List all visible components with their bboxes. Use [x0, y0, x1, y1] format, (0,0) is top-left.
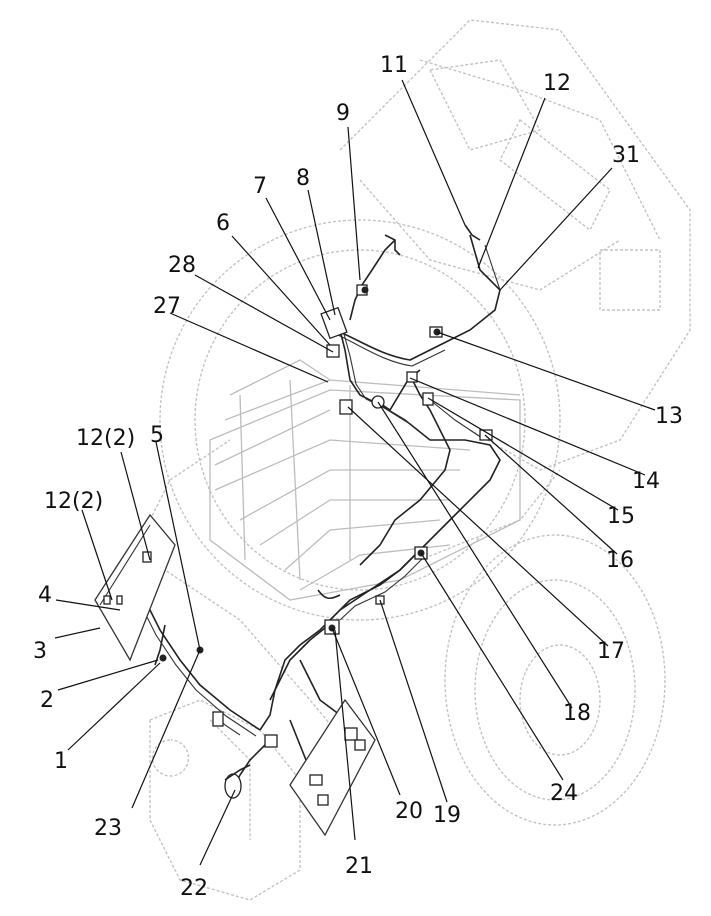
callout-12-2-upper: 12(2) [76, 426, 135, 451]
callout-19: 19 [433, 803, 461, 828]
callout-7: 7 [253, 174, 267, 199]
callout-27: 27 [153, 294, 181, 319]
callout-21: 21 [345, 854, 373, 879]
callout-9: 9 [336, 101, 350, 126]
callout-24: 24 [550, 781, 578, 806]
callout-18: 18 [563, 701, 591, 726]
components [94, 224, 493, 837]
callout-2: 2 [40, 688, 54, 713]
callout-20: 20 [395, 799, 423, 824]
callout-12: 12 [543, 71, 571, 96]
callout-17: 17 [597, 639, 625, 664]
callout-8: 8 [296, 166, 310, 191]
callout-6: 6 [216, 211, 230, 236]
wiring-harness [109, 234, 501, 801]
callout-15: 15 [607, 504, 635, 529]
callout-22: 22 [180, 876, 208, 901]
callout-31: 31 [612, 143, 640, 168]
callout-12-2-lower: 12(2) [44, 489, 103, 514]
callout-23: 23 [94, 816, 122, 841]
callout-labels: 11 12 9 31 7 8 6 28 27 13 12(2) 5 14 12(… [33, 53, 683, 901]
callout-16: 16 [606, 548, 634, 573]
callout-14: 14 [632, 469, 660, 494]
callout-28: 28 [168, 253, 196, 278]
callout-5: 5 [150, 423, 164, 448]
callout-11: 11 [380, 53, 408, 78]
machine-outline [149, 19, 691, 901]
callout-3: 3 [33, 639, 47, 664]
callout-4: 4 [38, 583, 52, 608]
callout-13: 13 [655, 404, 683, 429]
leader-lines [54, 79, 656, 866]
callout-1: 1 [54, 749, 68, 774]
